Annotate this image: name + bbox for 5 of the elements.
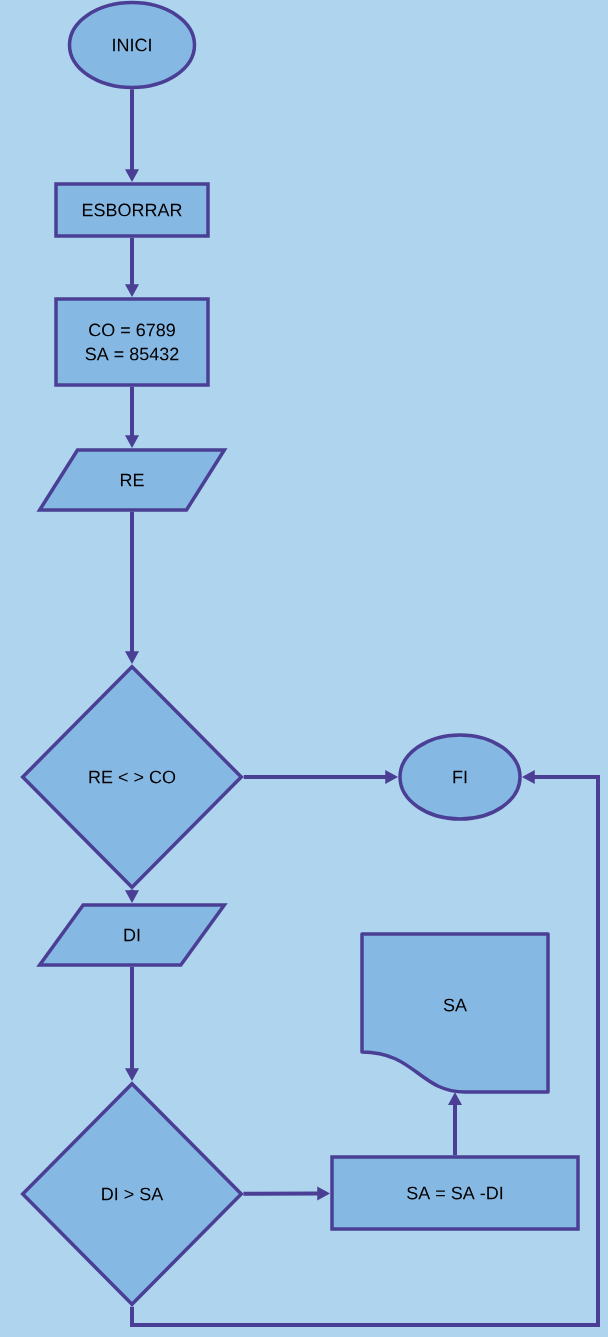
process-box: SA = SA -DI (330, 1155, 580, 1231)
process-box: CO = 6789 SA = 85432 (54, 297, 210, 387)
process-box: ESBORRAR (54, 182, 210, 238)
terminal-oval: INICI (67, 0, 197, 90)
terminal-oval: FI (398, 733, 522, 821)
